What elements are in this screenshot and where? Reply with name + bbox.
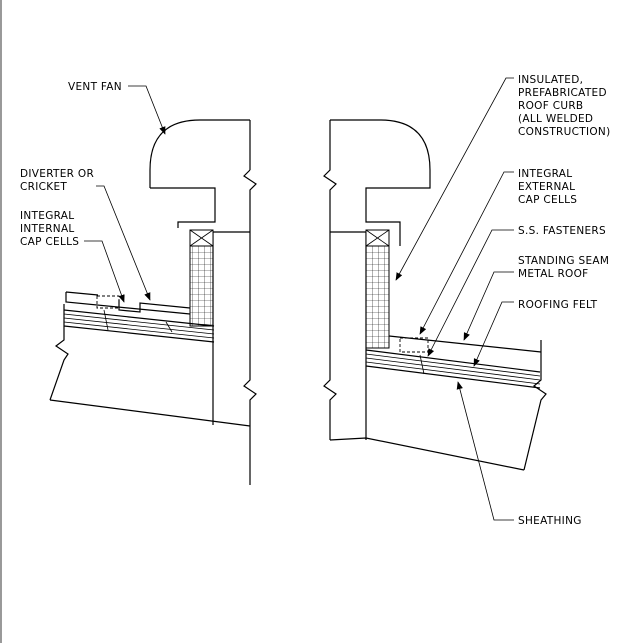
label-sheathing: SHEATHING bbox=[518, 515, 582, 527]
label-external-line2: EXTERNAL bbox=[518, 181, 575, 193]
leader-standing-seam bbox=[463, 271, 514, 341]
label-curb-line5: CONSTRUCTION) bbox=[518, 126, 610, 138]
label-felt: ROOFING FELT bbox=[518, 299, 598, 311]
leader-diverter bbox=[96, 185, 151, 301]
label-curb-line1: INSULATED, bbox=[518, 74, 583, 86]
label-external-line1: INTEGRAL bbox=[518, 168, 572, 180]
vent-fan-hood-left bbox=[149, 119, 250, 188]
right-section bbox=[323, 119, 547, 471]
insulation-block-right bbox=[365, 229, 390, 349]
label-curb-line3: ROOF CURB bbox=[518, 100, 583, 112]
label-internal-line1: INTEGRAL bbox=[20, 210, 74, 222]
label-internal-line3: CAP CELLS bbox=[20, 236, 79, 248]
leader-roofing-felt bbox=[473, 301, 514, 367]
label-seam-line2: METAL ROOF bbox=[518, 268, 589, 280]
leader-lines bbox=[84, 77, 514, 521]
leader-fasteners bbox=[427, 229, 514, 357]
label-curb-line4: (ALL WELDED bbox=[518, 113, 593, 125]
left-section bbox=[49, 119, 257, 485]
leader-vent-fan bbox=[128, 85, 166, 135]
label-seam-line1: STANDING SEAM bbox=[518, 255, 609, 267]
label-vent-fan: VENT FAN bbox=[68, 81, 122, 93]
vent-fan-hood-right bbox=[330, 119, 431, 246]
label-curb-line2: PREFABRICATED bbox=[518, 87, 607, 99]
external-cap-cell bbox=[399, 337, 429, 353]
label-fasteners: S.S. FASTENERS bbox=[518, 225, 606, 237]
leader-sheathing bbox=[456, 381, 514, 521]
leader-internal-cap-cells bbox=[84, 240, 125, 303]
leader-roof-curb bbox=[395, 77, 514, 281]
label-internal-line2: INTERNAL bbox=[20, 223, 75, 235]
leader-external-cap-cells bbox=[419, 171, 514, 335]
curb-wall-right bbox=[323, 120, 337, 440]
label-diverter-line1: DIVERTER OR bbox=[20, 168, 94, 180]
label-external-line3: CAP CELLS bbox=[518, 194, 577, 206]
vent-fan-skirt-left bbox=[150, 187, 216, 228]
label-diverter-line2: CRICKET bbox=[20, 181, 67, 193]
